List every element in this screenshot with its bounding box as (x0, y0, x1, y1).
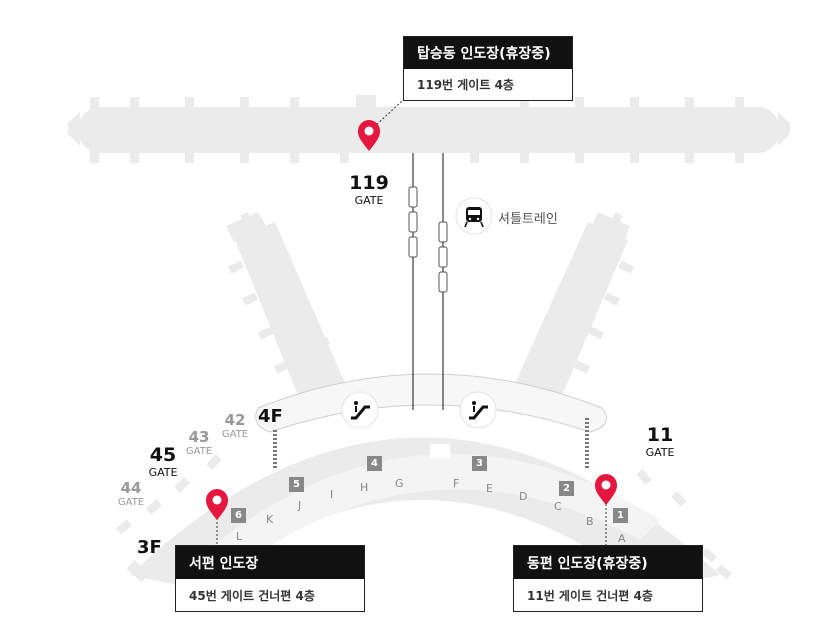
callout-detail: 119번 게이트 4층 (417, 78, 514, 92)
gate-number: 119 (349, 172, 389, 194)
shuttle-label: 셔틀트레인 (498, 212, 558, 227)
gate-number: 45 (149, 444, 177, 466)
counter-letter: E (486, 482, 493, 495)
gate-text: GATE (221, 429, 249, 440)
zone-badge: 5 (289, 477, 304, 492)
callout-title: 서편 인도장 (176, 546, 364, 579)
counter-letter: F (453, 477, 460, 490)
callout-west-duty-free-pickup[interactable]: 서편 인도장 45번 게이트 건너편 4층 (175, 545, 365, 612)
escalator-icon (459, 391, 497, 429)
shuttle-train-cars (408, 186, 448, 293)
counter-letter: B (586, 515, 594, 528)
zone-badge: 3 (472, 456, 487, 471)
gate-text: GATE (185, 446, 213, 457)
floor-4f-label: 4F (258, 406, 283, 427)
zone-badge: 2 (559, 481, 574, 496)
gate-11: 11 GATE (640, 424, 680, 459)
gate-text: GATE (117, 497, 145, 508)
floor-3f-label: 3F (137, 537, 162, 558)
counter-letter: A (618, 532, 626, 545)
zone-badge: 1 (613, 508, 628, 523)
callout-title: 동편 인도장(휴장중) (514, 546, 702, 579)
zone-badge: 6 (231, 508, 246, 523)
escalator-icon (341, 391, 379, 429)
callout-detail: 45번 게이트 건너편 4층 (189, 588, 315, 603)
gate-text: GATE (354, 194, 384, 207)
callout-east-duty-free-pickup[interactable]: 동편 인도장(휴장중) 11번 게이트 건너편 4층 (513, 545, 703, 612)
pillars (273, 418, 589, 468)
gate-42: 42 GATE (216, 411, 254, 440)
gate-number: 42 (224, 411, 246, 429)
gate-45: 45 GATE (143, 444, 183, 479)
counter-letter: K (266, 513, 274, 526)
main-terminal (116, 437, 732, 590)
mezzanine-4f (255, 373, 607, 433)
gate-119: 119 GATE (346, 172, 392, 207)
gate-number: 11 (646, 424, 674, 446)
counter-letter: I (330, 488, 334, 501)
train-icon (455, 197, 493, 235)
callout-top-duty-free-pickup[interactable]: 탑승동 인도장(휴장중) 119번 게이트 4층 (403, 36, 573, 101)
concourse-building (68, 95, 790, 163)
gate-43: 43 GATE (180, 428, 218, 457)
east-wing (512, 211, 635, 400)
counter-letter: C (554, 500, 562, 513)
location-pin-icon[interactable] (206, 489, 228, 520)
location-pin-icon[interactable] (358, 120, 380, 151)
gate-number: 43 (188, 428, 210, 446)
callout-detail: 11번 게이트 건너편 4층 (527, 588, 653, 603)
west-wing (226, 211, 348, 400)
counter-letter: J (298, 499, 302, 512)
location-pin-icon[interactable] (595, 474, 617, 505)
counter-letter: G (395, 477, 404, 490)
counter-letter: L (236, 530, 243, 543)
gate-text: GATE (645, 446, 675, 459)
callout-title: 탑승동 인도장(휴장중) (404, 37, 572, 69)
counter-letter: D (519, 490, 528, 503)
gate-number: 44 (120, 479, 142, 497)
gate-44: 44 GATE (112, 479, 150, 508)
zone-badge: 4 (367, 456, 382, 471)
gate-text: GATE (148, 466, 178, 479)
counter-letter: H (360, 481, 369, 494)
